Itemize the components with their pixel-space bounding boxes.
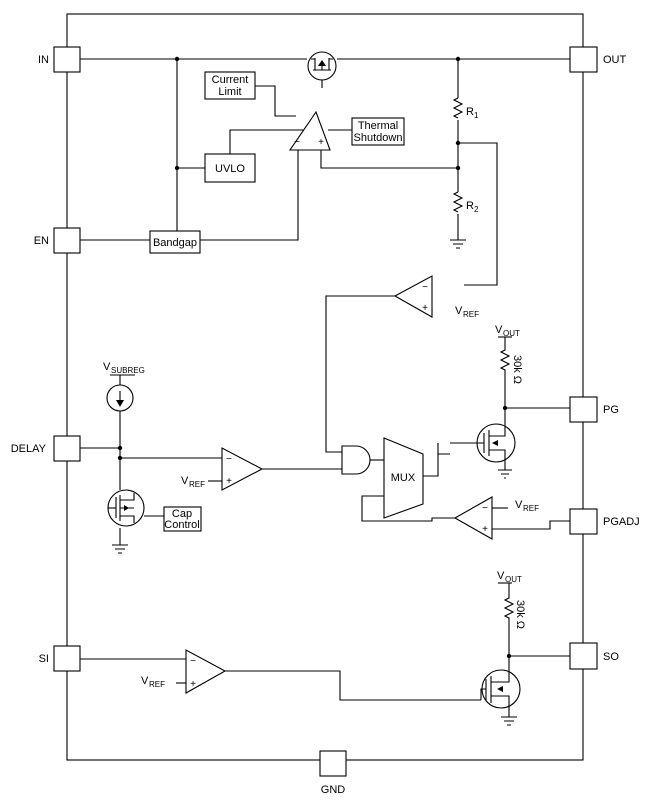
pin-si: SI [39, 645, 81, 672]
current-limit-line2: Limit [218, 86, 241, 98]
pin-en: EN [34, 227, 81, 254]
vref-pg-sub: REF [463, 310, 479, 319]
resistor-r2: R 2 [452, 191, 479, 214]
pin-pg: PG [569, 396, 619, 423]
chip-outline [66, 13, 584, 761]
pin-pgadj: PGADJ [569, 508, 640, 535]
vref-delay-sub: REF [189, 480, 205, 489]
pg-comparator: − + V REF [393, 275, 479, 319]
uvlo-block: UVLO [204, 153, 256, 183]
resistor-r1: R 1 [452, 97, 479, 120]
pin-gnd-label: GND [321, 784, 346, 796]
vref-delay-main: V [181, 475, 189, 487]
pin-si-label: SI [39, 653, 49, 665]
vref-si-sub: REF [149, 680, 165, 689]
error-amp-plus: + [318, 137, 324, 148]
junction-dots [117, 56, 512, 659]
and-gate [341, 445, 384, 475]
pin-so: SO [569, 642, 619, 670]
error-amplifier: − + [288, 110, 331, 151]
thermal-shutdown-block: Thermal Shutdown [351, 117, 405, 146]
pin-in-label: IN [38, 54, 49, 66]
vsubreg-sub: SUBREG [111, 366, 145, 375]
pin-out-label: OUT [603, 54, 627, 66]
vsubreg-main: V [103, 361, 111, 373]
bandgap-label: Bandgap [153, 237, 197, 249]
pass-transistor [307, 51, 337, 81]
pin-en-label: EN [34, 235, 49, 247]
vout-pg-main: V [495, 324, 503, 336]
current-limit-line1: Current [212, 74, 249, 86]
r2-sub: 2 [474, 205, 479, 214]
pg-pullup-label: 30k Ω [511, 355, 523, 384]
error-amp-minus: − [294, 137, 300, 148]
pgadj-comp-plus: + [482, 524, 488, 535]
pg-output-stage: V OUT 30k Ω [450, 324, 570, 479]
mux-block: MUX [361, 437, 455, 522]
pgadj-comparator: − + V REF [453, 496, 570, 540]
vout-so-main: V [497, 570, 505, 582]
pin-gnd: GND [319, 750, 347, 796]
pin-delay: DELAY [11, 435, 81, 462]
so-output-stage: V REF − + V OUT 30k Ω [80, 570, 570, 726]
cap-control-line2: Control [164, 519, 199, 531]
si-comp-plus: + [190, 679, 196, 690]
pg-comp-minus: − [422, 282, 428, 293]
delay-comp-plus: + [226, 476, 232, 487]
delay-section: V SUBREG [80, 361, 222, 554]
pin-so-label: SO [603, 651, 619, 663]
current-limit-block: Current Limit [204, 71, 256, 100]
pgadj-comp-minus: − [482, 503, 488, 514]
r1-sub: 1 [474, 111, 479, 120]
pin-pg-label: PG [603, 404, 619, 416]
so-pullup-label: 30k Ω [514, 600, 526, 629]
bandgap-block: Bandgap [149, 230, 201, 254]
r2-label: R [466, 200, 474, 212]
thermal-shutdown-line1: Thermal [358, 120, 398, 132]
si-comp-minus: − [190, 656, 196, 667]
delay-comparator: − + V REF [181, 447, 342, 491]
thermal-shutdown-line2: Shutdown [354, 132, 403, 144]
regulation-loop [80, 58, 570, 453]
pin-pgadj-label: PGADJ [603, 516, 640, 528]
pin-out: OUT [569, 46, 627, 73]
pin-in: IN [38, 46, 81, 73]
vout-so-sub: OUT [505, 575, 522, 584]
pg-comp-plus: + [422, 303, 428, 314]
vref-si-main: V [141, 675, 149, 687]
cap-control-block: Cap Control [163, 506, 202, 532]
r1-label: R [466, 106, 474, 118]
pin-delay-label: DELAY [11, 443, 47, 455]
delay-comp-minus: − [226, 454, 232, 465]
mux-label: MUX [391, 472, 416, 484]
ground-symbol [450, 239, 466, 249]
vref-pg-main: V [455, 305, 463, 317]
vout-pg-sub: OUT [503, 329, 520, 338]
uvlo-label: UVLO [215, 163, 245, 175]
cap-control-line1: Cap [172, 508, 192, 520]
vref-pgadj-main: V [515, 499, 523, 511]
vref-pgadj-sub: REF [523, 504, 539, 513]
